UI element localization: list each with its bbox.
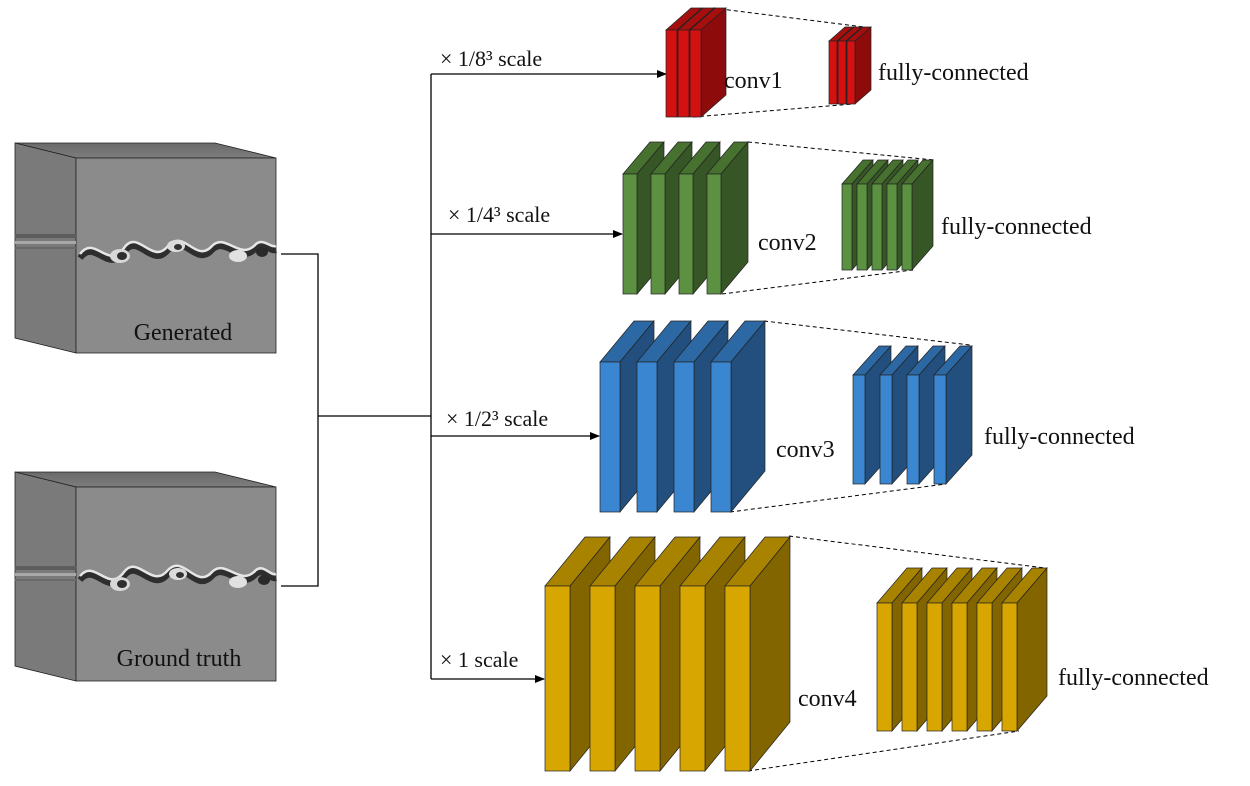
generated-flow-field — [77, 239, 277, 263]
input-connectors — [281, 74, 432, 679]
generated-volume: Generated — [14, 142, 277, 354]
branch-3: × 1/2³ scale conv3 fully-connected — [431, 320, 1135, 513]
ground-truth-label: Ground truth — [117, 646, 242, 672]
conv1-block — [665, 7, 727, 118]
branch-4: × 1 scale conv4 fully-connected — [431, 535, 1209, 772]
conv4-fc-layer — [1001, 567, 1048, 732]
conv3-label: conv3 — [776, 437, 835, 463]
conv3-fc-layer — [933, 345, 973, 485]
branch-2-projection-line — [747, 141, 935, 161]
conv3-block — [599, 320, 766, 513]
branch-4-scale-label: × 1 scale — [440, 647, 518, 672]
conv2-layer — [706, 141, 749, 295]
branch-2: × 1/4³ scale conv2 fully-connected — [431, 141, 1092, 295]
conv4-block — [544, 536, 791, 772]
branch-1-scale-label: × 1/8³ scale — [440, 46, 542, 71]
conv1-label: conv1 — [724, 68, 783, 94]
conv2-fully-connected-label: fully-connected — [941, 214, 1092, 240]
branch-2-scale-label: × 1/4³ scale — [448, 202, 550, 227]
conv3-fully-connected-block — [852, 345, 973, 485]
conv3-fully-connected-label: fully-connected — [984, 424, 1135, 450]
branch-3-projection-line — [763, 320, 971, 346]
generated-connector — [281, 253, 319, 587]
branch-1: × 1/8³ scale conv1 fully-connected — [431, 7, 1029, 118]
conv2-fc-layer — [901, 159, 934, 271]
conv4-layer — [724, 536, 791, 772]
branch-4-projection-line — [747, 730, 1020, 772]
ground-truth-volume-side — [14, 471, 77, 682]
conv1-fc-layer — [846, 26, 872, 105]
conv1-fully-connected-label: fully-connected — [878, 60, 1029, 86]
conv4-fully-connected-block — [876, 567, 1048, 732]
ground-truth-volume: Ground truth — [14, 471, 277, 682]
branch-3-projection-line — [729, 483, 947, 513]
conv1-layer — [689, 7, 727, 118]
conv1-fully-connected-block — [828, 26, 872, 105]
conv4-label: conv4 — [798, 686, 857, 712]
conv3-layer — [710, 320, 766, 513]
branch-1-projection-line — [692, 103, 854, 118]
conv2-label: conv2 — [758, 230, 817, 256]
conv2-block — [622, 141, 749, 295]
branch-3-scale-label: × 1/2³ scale — [446, 406, 548, 431]
generated-label: Generated — [134, 320, 233, 346]
branch-4-projection-line — [788, 535, 1046, 569]
branch-2-projection-line — [721, 269, 914, 295]
conv2-fully-connected-block — [841, 159, 934, 271]
branch-1-projection-line — [712, 7, 865, 28]
ground-truth-flow-field — [77, 564, 277, 591]
conv4-fully-connected-label: fully-connected — [1058, 665, 1209, 691]
